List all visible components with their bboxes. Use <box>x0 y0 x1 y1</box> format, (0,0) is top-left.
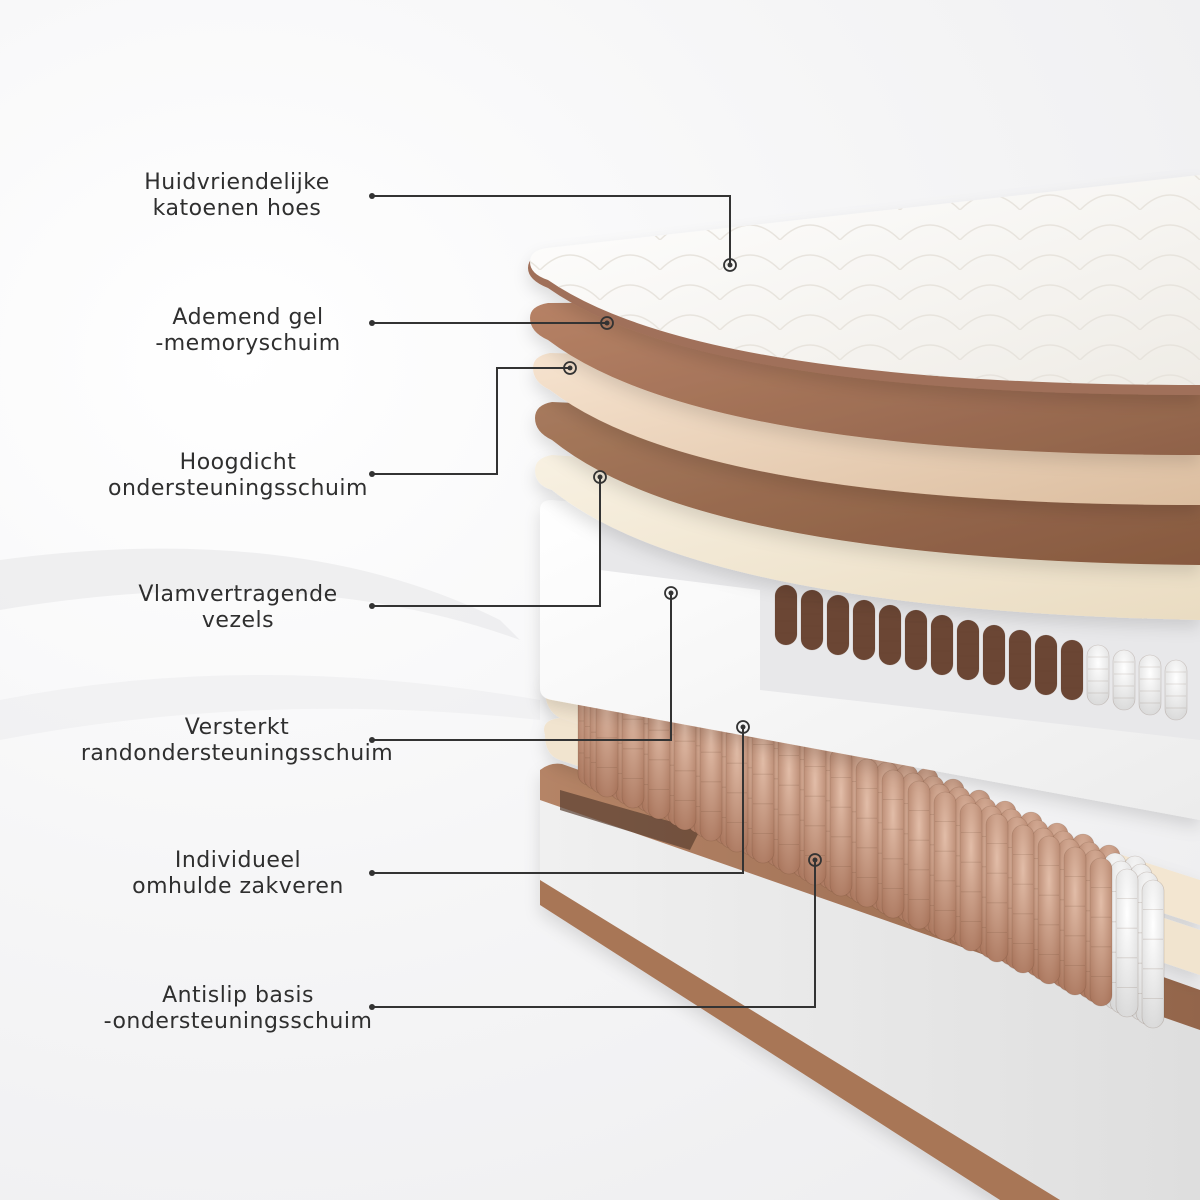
leader-start-dot <box>369 603 375 609</box>
leader-line-springs <box>372 727 744 874</box>
spring-coil <box>1037 835 1061 985</box>
cotton-cover-layer <box>528 175 1200 395</box>
spring-coil <box>907 780 931 930</box>
label-line-2: vezels <box>201 608 275 633</box>
label-line-2: randondersteuningsschuim <box>80 741 394 766</box>
label-gel: Ademend gel-memoryschuim <box>78 305 418 357</box>
spring-coil <box>982 624 1006 686</box>
spring-coil <box>959 802 983 952</box>
leader-target-dot <box>668 590 674 596</box>
leader-target-ring <box>808 853 822 867</box>
spring-coil <box>1063 846 1087 996</box>
leader-target-ring <box>664 586 678 600</box>
leader-line-edge <box>372 593 672 741</box>
spring-coil <box>1034 634 1058 696</box>
pocket-springs-top <box>774 584 1188 721</box>
leader-line-fiber <box>372 477 601 607</box>
spring-coil <box>774 584 798 646</box>
leader-target-dot <box>567 365 573 371</box>
spring-coil <box>852 599 876 661</box>
spring-coil <box>1138 654 1162 716</box>
leader-target-dot <box>812 857 818 863</box>
leader-start-dot <box>369 320 375 326</box>
leader-target-ring <box>723 258 737 272</box>
label-line-2: katoenen hoes <box>152 196 322 221</box>
leader-target-ring <box>563 361 577 375</box>
spring-coil <box>800 589 824 651</box>
spring-coil <box>777 725 801 875</box>
leader-start-dot <box>369 870 375 876</box>
leader-target-dot <box>597 474 603 480</box>
spring-coil <box>1112 649 1136 711</box>
spring-coil <box>1008 629 1032 691</box>
spring-coil <box>1011 824 1035 974</box>
spring-coil <box>1086 644 1110 706</box>
leader-start-dot <box>369 471 375 477</box>
label-line-2: ondersteuningsschuim <box>108 476 368 501</box>
label-line-1: Huidvriendelijke <box>144 170 330 195</box>
leader-target-ring <box>736 720 750 734</box>
spring-coil <box>930 614 954 676</box>
spring-coil <box>1115 868 1139 1018</box>
spring-coil <box>956 619 980 681</box>
leader-start-dot <box>369 193 375 199</box>
spring-coil <box>829 747 853 897</box>
spring-coil <box>878 604 902 666</box>
background-sheet <box>0 548 540 740</box>
spring-coil <box>1060 639 1084 701</box>
label-line-1: Hoogdicht <box>179 450 297 475</box>
spring-coil <box>1141 879 1165 1029</box>
label-line-1: Individueel <box>174 848 302 873</box>
leader-target-ring <box>600 316 614 330</box>
pocket-springs <box>577 624 1165 1029</box>
label-line-1: Ademend gel <box>172 305 324 330</box>
label-line-1: Antislip basis <box>162 983 314 1008</box>
leader-target-dot <box>727 262 733 268</box>
label-line-1: Versterkt <box>184 715 290 740</box>
leader-target-dot <box>604 320 610 326</box>
label-base: Antislip basis-ondersteuningsschuim <box>68 983 408 1035</box>
spring-coil <box>826 594 850 656</box>
leader-target-ring <box>593 470 607 484</box>
leader-line-base <box>372 860 816 1008</box>
leader-start-dot <box>369 1004 375 1010</box>
spring-coil <box>881 769 905 919</box>
leader-line-hd <box>372 367 570 475</box>
label-line-2: -ondersteuningsschuim <box>103 1009 373 1034</box>
leader-line-cover <box>372 195 731 265</box>
spring-coil <box>1164 659 1188 721</box>
leader-start-dot <box>369 737 375 743</box>
spring-coil <box>985 813 1009 963</box>
label-line-1: Vlamvertragende <box>138 582 338 607</box>
spring-coil <box>855 758 879 908</box>
label-line-2: -memoryschuim <box>155 331 341 356</box>
spring-coil <box>904 609 928 671</box>
leader-target-dot <box>740 724 746 730</box>
label-line-2: omhulde zakveren <box>132 874 344 899</box>
spring-coil <box>1089 857 1113 1007</box>
leader-lines <box>369 193 822 1010</box>
spring-coil <box>933 791 957 941</box>
